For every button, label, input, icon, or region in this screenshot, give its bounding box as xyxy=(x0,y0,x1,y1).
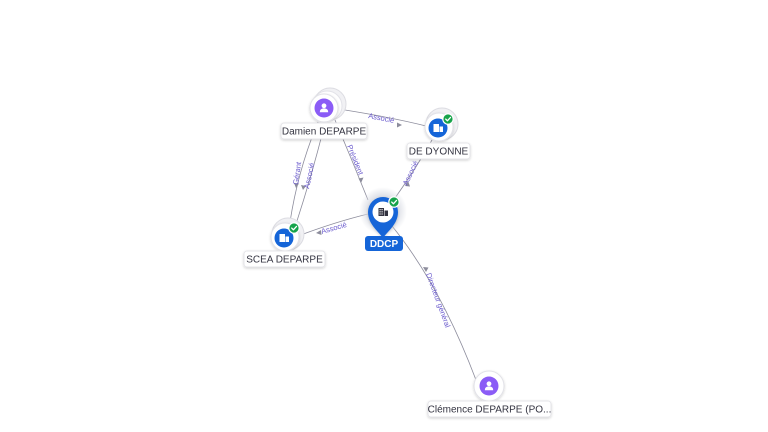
node-damien[interactable]: Damien DEPARPE xyxy=(280,87,368,140)
edge-ddcp-clemence[interactable] xyxy=(391,225,477,381)
node-label-ddcp: DDCP xyxy=(370,239,399,250)
edge-label-damien-scea-gerant: Gérant xyxy=(291,160,303,185)
edge-arrow xyxy=(316,230,322,235)
edge-label-damien-dyonne: Associé xyxy=(368,111,396,125)
node-label-dyonne: DE DYONNE xyxy=(409,147,469,158)
node-label-scea: SCEA DEPARPE xyxy=(246,255,323,266)
edge-label-damien-ddcp: Président xyxy=(345,143,366,177)
node-dyonne[interactable]: DE DYONNE xyxy=(406,107,471,160)
node-ddcp[interactable]: DDCP xyxy=(359,187,407,251)
check-icon xyxy=(288,222,300,234)
check-icon xyxy=(388,196,400,208)
edge-arrow xyxy=(294,183,299,188)
edge-damien-dyonne[interactable] xyxy=(344,109,431,128)
edge-arrow xyxy=(423,267,429,272)
edge-label-damien-scea-associe: Associé xyxy=(302,162,316,190)
node-scea[interactable]: SCEA DEPARPE xyxy=(243,217,326,268)
edge-label-ddcp-clemence: Directeur général xyxy=(424,272,452,329)
node-label-clemence: Clémence DEPARPE (PO... xyxy=(428,405,552,416)
edge-arrow xyxy=(397,122,402,128)
main-node-label-bg xyxy=(365,236,403,251)
node-clemence[interactable]: Clémence DEPARPE (PO... xyxy=(427,370,552,418)
edge-arrow xyxy=(301,185,306,190)
edge-arrow xyxy=(358,177,364,183)
edge-label-scea-ddcp: Associé xyxy=(320,220,348,236)
edge-label-dyonne-ddcp: Associé xyxy=(401,159,421,187)
edge-arrow xyxy=(405,181,410,187)
node-label-damien: Damien DEPARPE xyxy=(282,127,367,138)
check-icon xyxy=(442,113,454,125)
